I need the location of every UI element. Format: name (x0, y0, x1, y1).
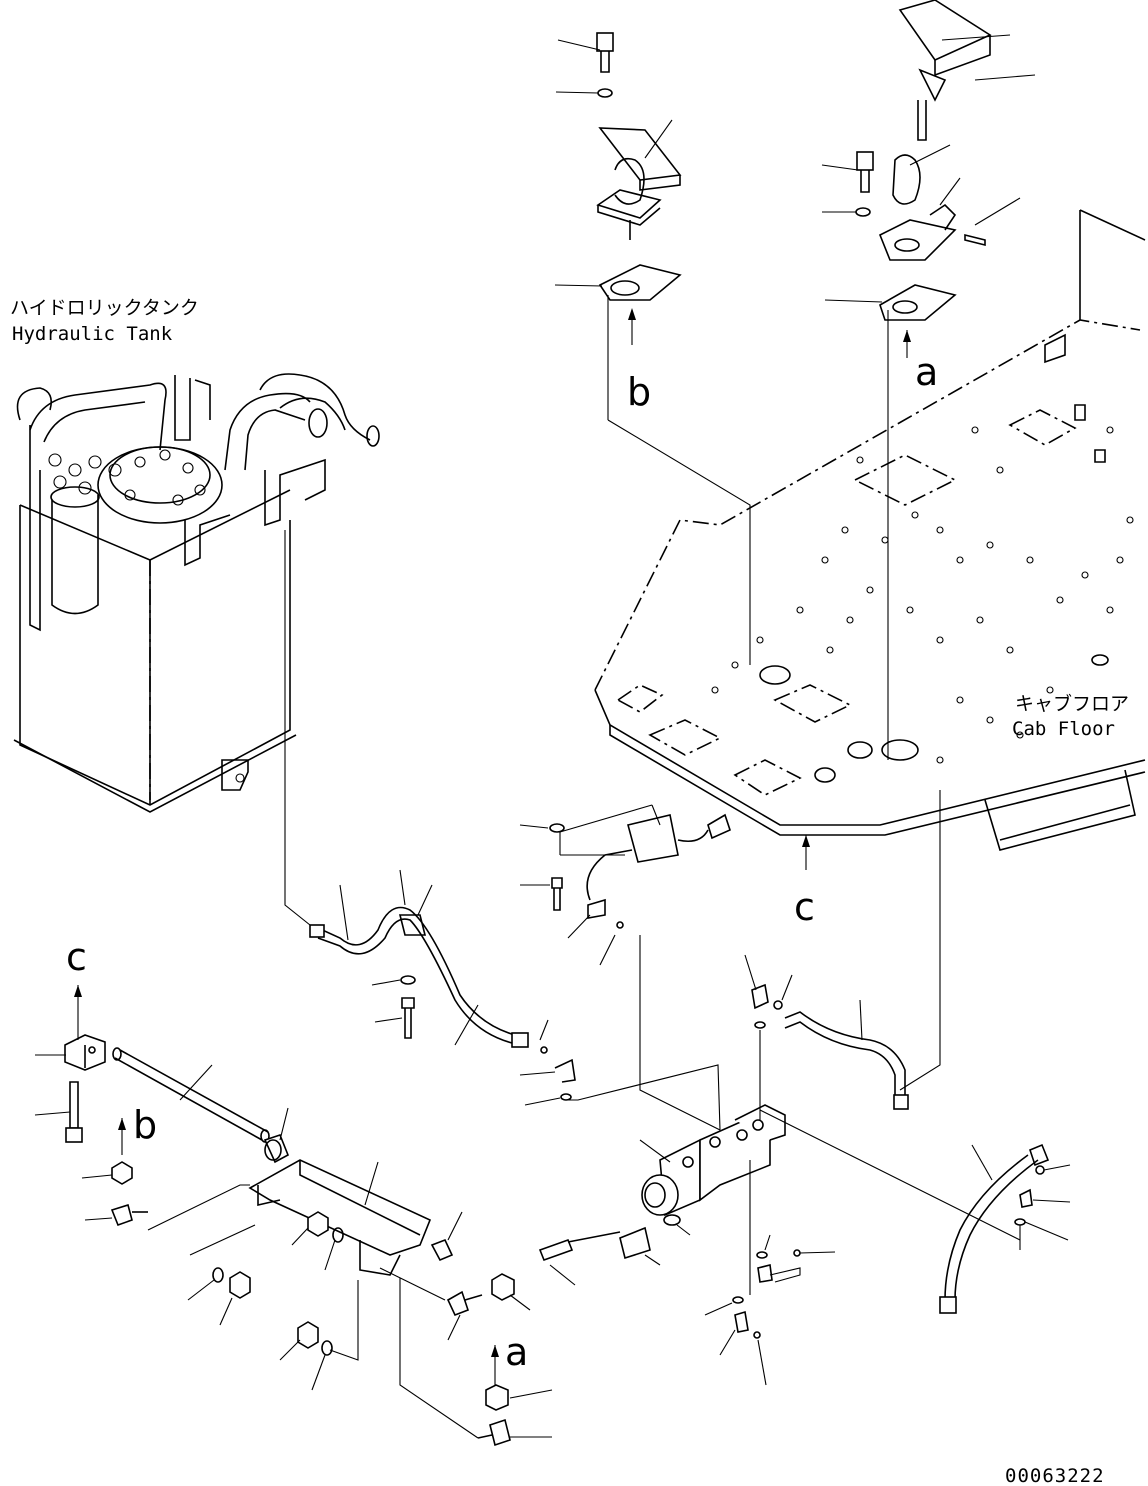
ref-c-floor: c (794, 885, 815, 929)
ref-c-block: c (66, 935, 87, 979)
ref-a-linkage: a (505, 1330, 528, 1374)
pedal-a-assembly: a (821, 0, 1036, 760)
tank-label-en: Hydraulic Tank (12, 323, 173, 345)
ref-a-top: a (915, 350, 938, 394)
valve-assembly (538, 790, 1021, 1386)
drawing-number: 00063222 (1005, 1465, 1105, 1486)
right-hose (939, 1143, 1071, 1314)
sensor-cable (519, 804, 731, 1131)
ref-b-top: b (627, 370, 651, 414)
floor-ref-c: c (794, 835, 815, 929)
floor-label-jp: キャブフロア (1015, 692, 1129, 715)
hydraulic-tank: ハイドロリックタンク Hydraulic Tank (10, 297, 380, 813)
ref-b-linkage: b (133, 1103, 157, 1147)
pedal-b-assembly: b (554, 32, 682, 420)
cab-floor: キャブフロア Cab Floor (594, 209, 1146, 851)
tank-label-jp: ハイドロリックタンク (10, 297, 199, 319)
tank-hose (284, 530, 576, 1106)
linkage-assembly: c b (34, 935, 553, 1447)
floor-label-en: Cab Floor (1012, 718, 1115, 740)
